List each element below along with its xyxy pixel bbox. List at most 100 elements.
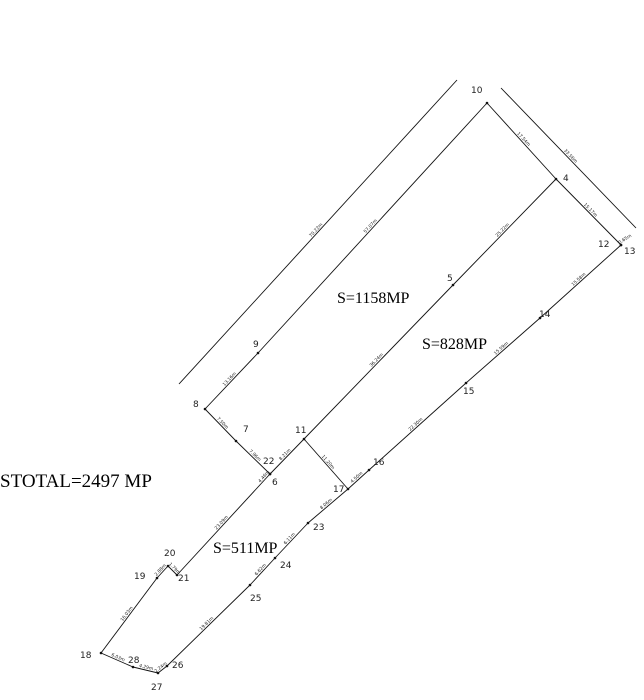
dimension-label-w_8_7: 7.50m xyxy=(215,416,229,431)
survey-point-5 xyxy=(451,283,455,287)
survey-point-16 xyxy=(367,468,371,472)
survey-point-22 xyxy=(268,472,272,476)
boundary-line xyxy=(465,317,541,384)
boundary-line xyxy=(249,557,276,586)
survey-point-23 xyxy=(306,521,310,525)
dimension-label-s_28_27: 4.29m xyxy=(138,663,153,672)
offset-line-nw xyxy=(178,79,458,385)
boundary-line xyxy=(257,102,488,354)
survey-point-27 xyxy=(156,671,160,675)
boundary-line xyxy=(368,382,467,471)
dimension-label-se_26_25: 19.81m xyxy=(198,616,215,632)
point-label-9: 9 xyxy=(253,340,259,350)
point-label-10: 10 xyxy=(471,86,483,96)
point-label-17: 17 xyxy=(333,485,344,495)
boundary-line xyxy=(176,473,271,576)
dimension-label-outer_ne: 33.56m xyxy=(562,148,578,165)
survey-point-26 xyxy=(165,664,169,668)
boundary-line xyxy=(166,584,251,667)
boundary-line xyxy=(132,666,159,674)
survey-point-13 xyxy=(619,243,623,247)
boundary-line xyxy=(274,522,309,559)
point-label-18: 18 xyxy=(80,651,92,661)
boundary-line xyxy=(486,102,557,180)
boundary-line xyxy=(100,652,134,668)
dimension-label-div_6_11: 8.21m xyxy=(278,448,292,463)
survey-point-17 xyxy=(346,487,350,491)
area-label-lot-1: S=1158MP xyxy=(337,290,410,307)
boundary-line xyxy=(167,565,178,576)
survey-point-11 xyxy=(302,437,306,441)
boundary-line xyxy=(452,178,557,286)
survey-point-25 xyxy=(248,583,252,587)
point-label-12: 12 xyxy=(598,240,609,250)
dimension-label-se_14_15: 15.59m xyxy=(493,341,510,357)
point-label-22: 22 xyxy=(263,457,274,467)
point-label-20: 20 xyxy=(164,549,176,559)
boundary-line xyxy=(157,665,168,674)
survey-point-28 xyxy=(131,665,135,669)
point-label-24: 24 xyxy=(280,561,292,571)
dimension-label-w_6_21: 23.09m xyxy=(214,514,230,531)
point-label-5: 5 xyxy=(447,274,453,284)
dimension-label-nw_8_9: 13.16m xyxy=(222,371,238,388)
dimension-label-e_12_13: 0.65m xyxy=(617,233,632,246)
total-area-label: STOTAL=2497 MP xyxy=(0,471,152,492)
boundary-line xyxy=(235,440,271,475)
boundary-line xyxy=(307,488,349,524)
survey-point-7 xyxy=(234,439,238,443)
point-label-4: 4 xyxy=(563,174,569,184)
dimension-label-w_7_6: 7.96m xyxy=(247,449,262,463)
area-label-lot-2: S=828MP xyxy=(422,336,487,353)
point-label-11: 11 xyxy=(295,426,306,436)
dimension-label-w_22_6: 4.46m xyxy=(257,469,271,484)
boundary-line xyxy=(204,352,259,410)
survey-point-8 xyxy=(203,407,207,411)
dimension-label-div_5_11: 36.24m xyxy=(369,352,385,369)
dimension-label-ne_4_12: 15.17m xyxy=(582,202,598,219)
offset-line-ne xyxy=(500,87,637,229)
dimension-label-se_24_23: 6.11m xyxy=(283,531,297,546)
dimension-label-w_19_20: 2.88m xyxy=(154,563,168,578)
point-label-21: 21 xyxy=(178,574,189,584)
point-label-15: 15 xyxy=(463,387,474,397)
survey-point-21 xyxy=(175,573,179,577)
survey-point-20 xyxy=(166,564,170,568)
point-label-28: 28 xyxy=(128,656,140,666)
point-label-19: 19 xyxy=(134,572,146,582)
area-label-lot-3: S=511MP xyxy=(213,540,278,557)
dimension-label-s_27_26: 2.24m xyxy=(153,661,168,675)
dimension-label-se_23_17: 8.06m xyxy=(319,497,334,511)
point-label-16: 16 xyxy=(373,458,385,468)
point-label-6: 6 xyxy=(272,478,278,488)
boundary-line xyxy=(347,469,370,490)
point-label-23: 23 xyxy=(313,523,324,533)
point-label-8: 8 xyxy=(193,400,199,410)
survey-point-14 xyxy=(538,316,542,320)
boundary-line xyxy=(539,244,622,319)
point-label-26: 26 xyxy=(172,661,184,671)
survey-point-19 xyxy=(155,576,159,580)
dimension-label-div_11_17: 11.20m xyxy=(320,454,336,471)
survey-point-18 xyxy=(99,651,103,655)
boundary-line xyxy=(100,577,158,654)
survey-point-24 xyxy=(273,556,277,560)
dimension-label-nw_8_10: 57.07m xyxy=(363,218,379,235)
dimension-label-w_18_19: 16.03m xyxy=(119,605,134,622)
dimension-label-s_18_28: 6.03m xyxy=(110,652,126,663)
boundary-line xyxy=(303,438,349,490)
dimension-label-se_13_14: 15.58m xyxy=(570,272,587,288)
dimension-label-se_15_16: 22.30m xyxy=(407,417,424,433)
boundary-line xyxy=(269,438,305,475)
boundary-line xyxy=(204,408,237,442)
point-label-7: 7 xyxy=(243,425,249,435)
dimension-label-ne_10_4: 17.54m xyxy=(515,131,531,148)
dimension-label-se_25_24: 6.62m xyxy=(254,562,268,577)
point-label-27: 27 xyxy=(151,683,162,693)
boundary-line xyxy=(555,178,622,246)
point-label-14: 14 xyxy=(539,310,551,320)
survey-point-15 xyxy=(464,381,468,385)
dimension-label-outer_nw: 70.22m xyxy=(308,222,324,239)
